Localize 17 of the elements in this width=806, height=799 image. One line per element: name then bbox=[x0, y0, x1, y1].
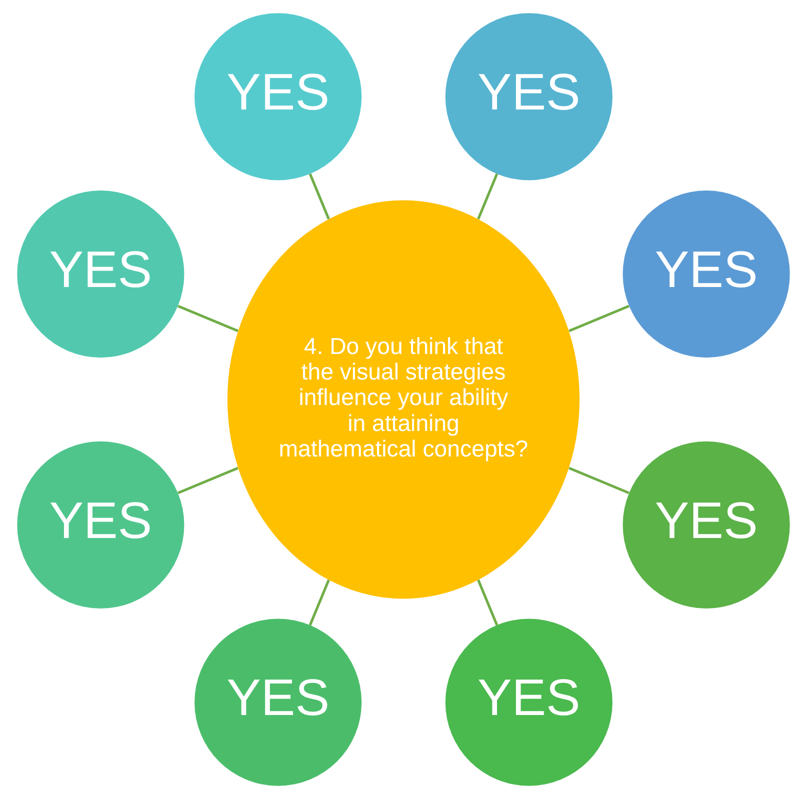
connector bbox=[308, 580, 330, 626]
node-circle: YES bbox=[16, 190, 184, 358]
connector bbox=[308, 173, 330, 220]
node-ellipse: 4. Do you think that the visual strategies influence your ability in attaining mathematical concepts? bbox=[226, 200, 580, 599]
connector bbox=[177, 304, 238, 332]
node-circle: YES bbox=[16, 441, 184, 608]
node-circle: YES bbox=[622, 441, 790, 608]
node-circle: YES bbox=[194, 13, 362, 180]
connector bbox=[177, 466, 238, 494]
connector bbox=[568, 466, 629, 494]
node-circle: YES bbox=[444, 618, 612, 786]
connector bbox=[568, 304, 629, 332]
node-circle: YES bbox=[444, 13, 612, 180]
node-circle: YES bbox=[194, 618, 362, 786]
connector bbox=[476, 580, 498, 626]
node-circle: YES bbox=[622, 190, 790, 358]
connector bbox=[476, 173, 498, 220]
